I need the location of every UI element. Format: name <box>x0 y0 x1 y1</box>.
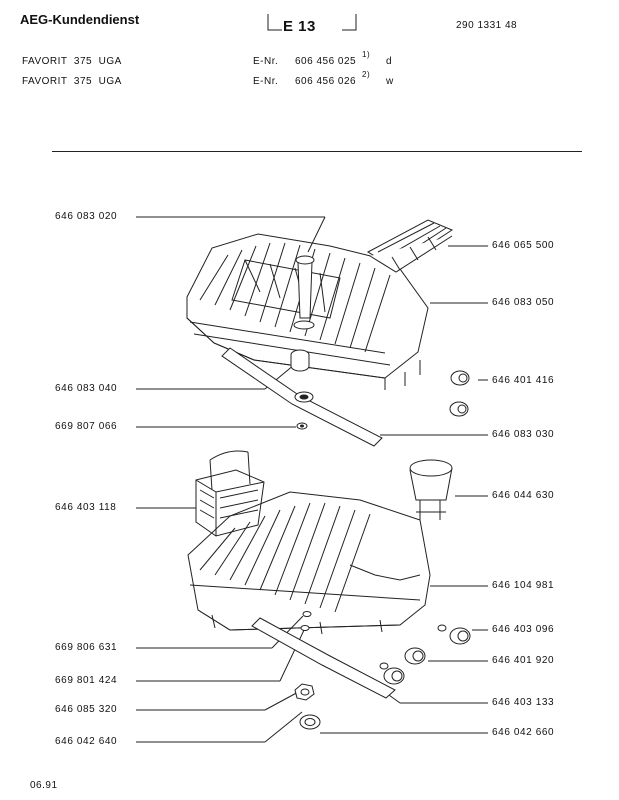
upper-spray-arm <box>221 347 383 447</box>
color-suffix: w <box>386 76 394 87</box>
footnote-marker: 2) <box>362 70 371 79</box>
enr-number: 606 456 026 <box>295 76 357 87</box>
part-number: 669 801 424 <box>55 675 118 686</box>
print-date: 06.91 <box>30 780 58 791</box>
header-divider <box>52 151 582 152</box>
enr-label: E-Nr. <box>253 76 279 87</box>
document-number: 290 1331 48 <box>456 20 518 31</box>
brand-title: AEG-Kundendienst <box>20 12 140 27</box>
part-number: 646 403 096 <box>492 624 555 635</box>
part-number: 646 403 133 <box>492 697 555 708</box>
part-number: 646 085 320 <box>55 704 118 715</box>
part-number: 646 042 640 <box>55 736 118 747</box>
part-number: 646 403 118 <box>55 502 117 513</box>
part-number: 646 083 050 <box>492 297 555 308</box>
upper-rollers <box>449 370 470 417</box>
color-suffix: d <box>386 56 393 67</box>
washer <box>296 422 308 430</box>
enr-label: E-Nr. <box>253 56 279 67</box>
part-number: 646 104 981 <box>492 580 555 591</box>
part-number: 646 042 660 <box>492 727 555 738</box>
part-number: 646 083 040 <box>55 383 118 394</box>
cup-shelf <box>366 219 454 273</box>
model-name: FAVORIT 375 UGA <box>22 76 122 87</box>
part-number: 669 807 066 <box>55 421 118 432</box>
leader-lines <box>136 216 488 743</box>
nut-and-seal <box>294 683 321 730</box>
lower-rollers <box>379 624 471 685</box>
model-name: FAVORIT 375 UGA <box>22 56 122 67</box>
footnote-marker: 1) <box>362 50 371 59</box>
page-code: E 13 <box>283 18 316 35</box>
part-number: 646 044 630 <box>492 490 555 501</box>
part-number: 669 806 631 <box>55 642 118 653</box>
part-number: 646 401 920 <box>492 655 555 666</box>
enr-number: 606 456 025 <box>295 56 357 67</box>
center-pipe <box>293 255 315 330</box>
part-number: 646 083 020 <box>55 211 118 222</box>
page-code-brackets <box>267 14 357 31</box>
part-number: 646 083 030 <box>492 429 555 440</box>
part-number: 646 401 416 <box>492 375 555 386</box>
part-number: 646 065 500 <box>492 240 555 251</box>
cutlery-basket <box>195 450 265 537</box>
nozzle-coupling <box>290 349 310 372</box>
lower-spray-arm <box>251 611 396 699</box>
dispenser-cap <box>409 459 453 520</box>
